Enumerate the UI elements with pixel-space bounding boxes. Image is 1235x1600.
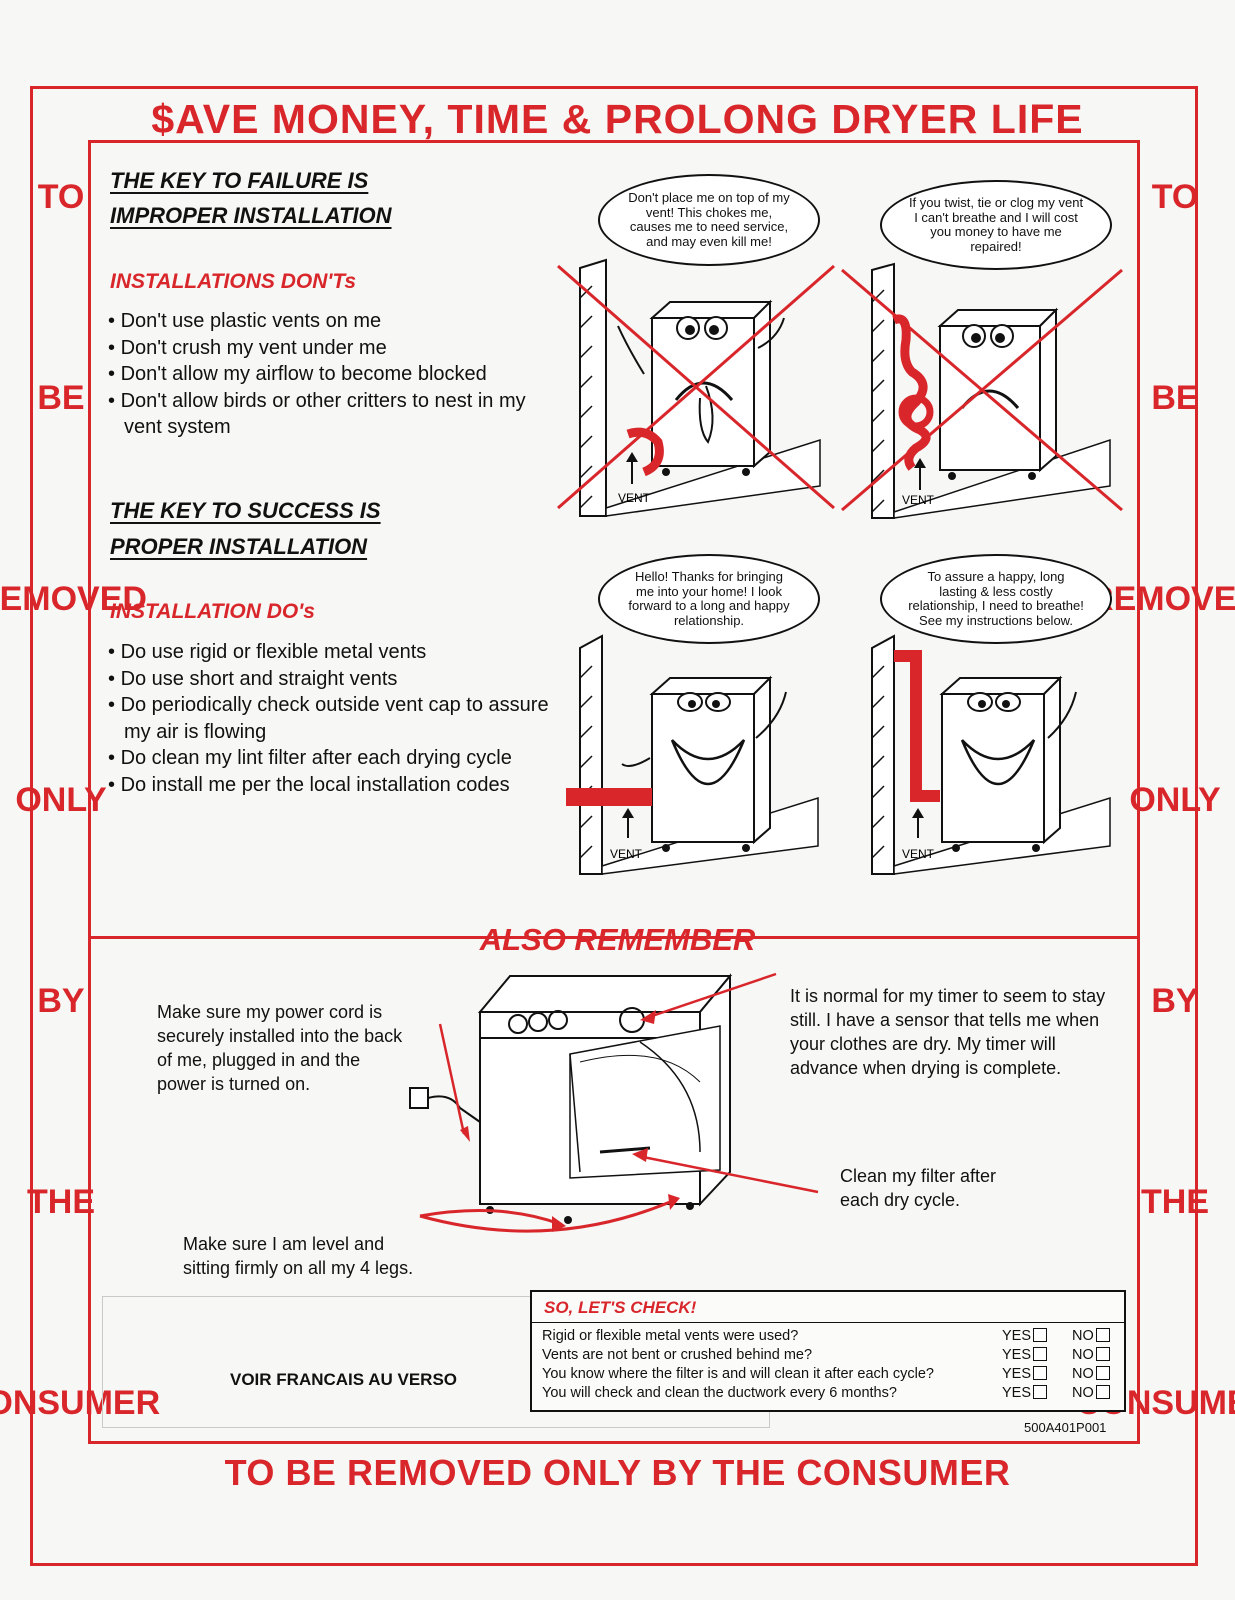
checklist-row: Vents are not bent or crushed behind me?… xyxy=(542,1347,1116,1366)
dos-list: Do use rigid or flexible metal vents Do … xyxy=(108,639,558,798)
side-word: ONLY xyxy=(1129,781,1221,819)
cartoon-rigid-vent: VENT xyxy=(871,634,1111,875)
no-option[interactable]: NO xyxy=(1072,1385,1110,1401)
section-divider xyxy=(88,936,1140,939)
also-remember-heading: ALSO REMEMBER xyxy=(479,922,756,957)
checklist-question: You will check and clean the ductwork ev… xyxy=(542,1385,897,1401)
dryer-illustration xyxy=(409,972,819,1233)
page-title: $AVE MONEY, TIME & PROLONG DRYER LIFE xyxy=(151,96,1084,142)
side-word: REMOVED xyxy=(0,580,147,618)
success-heading-2: PROPER INSTALLATION xyxy=(110,534,368,559)
list-item: Do use short and straight vents xyxy=(108,666,558,693)
no-checkbox[interactable] xyxy=(1095,1366,1110,1380)
vent-label: VENT xyxy=(618,491,651,505)
yes-checkbox[interactable] xyxy=(1033,1385,1048,1399)
checklist-question: Rigid or flexible metal vents were used? xyxy=(542,1328,799,1344)
yes-option[interactable]: YES xyxy=(1002,1328,1048,1344)
side-label-left: TO BE REMOVED ONLY BY THE CONSUMER xyxy=(0,178,160,1420)
speech-bubble-2: If you twist, tie or clog my vent I can'… xyxy=(880,180,1112,270)
vent-label: VENT xyxy=(902,847,935,861)
speech-bubble-3: Hello! Thanks for bringing me into your … xyxy=(598,554,820,644)
side-word: TO xyxy=(1151,178,1199,216)
no-option[interactable]: NO xyxy=(1072,1366,1110,1382)
side-word: CONSUMER xyxy=(0,1384,161,1422)
list-item: Do use rigid or flexible metal vents xyxy=(108,639,558,666)
success-heading-1: THE KEY TO SUCCESS IS xyxy=(110,498,381,523)
cartoon-straight-vent: VENT xyxy=(566,634,819,875)
no-option[interactable]: NO xyxy=(1072,1347,1110,1363)
checklist-question: Vents are not bent or crushed behind me? xyxy=(542,1347,813,1363)
checklist-row: You will check and clean the ductwork ev… xyxy=(542,1385,1116,1404)
yes-option[interactable]: YES xyxy=(1002,1366,1048,1382)
side-word: BY xyxy=(37,982,85,1020)
dos-subheading: INSTALLATION DO's xyxy=(110,600,315,623)
list-item: Do clean my lint filter after each dryin… xyxy=(108,745,558,772)
no-checkbox[interactable] xyxy=(1095,1328,1110,1342)
side-word: REMOVED xyxy=(1089,580,1235,618)
side-word: THE xyxy=(1141,1183,1209,1221)
list-item: Don't crush my vent under me xyxy=(108,335,548,362)
no-checkbox[interactable] xyxy=(1095,1385,1110,1399)
side-word: BE xyxy=(37,379,85,417)
timer-note: It is normal for my timer to seem to sta… xyxy=(790,986,1106,1078)
checklist-divider xyxy=(532,1322,1124,1323)
side-word: BE xyxy=(1151,379,1199,417)
speech-bubble-1: Don't place me on top of my vent! This c… xyxy=(598,174,820,266)
checklist-row: Rigid or flexible metal vents were used?… xyxy=(542,1328,1116,1347)
failure-heading-1: THE KEY TO FAILURE IS xyxy=(110,168,369,193)
failure-heading-2: IMPROPER INSTALLATION xyxy=(110,203,392,228)
checklist-question: You know where the filter is and will cl… xyxy=(542,1366,934,1382)
checklist-title: SO, LET'S CHECK! xyxy=(544,1298,697,1317)
voir-francais-note: VOIR FRANCAIS AU VERSO xyxy=(230,1370,458,1389)
vent-label: VENT xyxy=(902,493,935,507)
bottom-banner: TO BE REMOVED ONLY BY THE CONSUMER xyxy=(224,1452,1011,1493)
filter-note: Clean my filter after each dry cycle. xyxy=(840,1166,997,1210)
level-note: Make sure I am level and sitting firmly … xyxy=(183,1234,414,1278)
yes-checkbox[interactable] xyxy=(1033,1328,1048,1342)
list-item: Do periodically check outside vent cap t… xyxy=(108,692,558,745)
cartoon-crushed-vent: VENT xyxy=(557,258,835,517)
power-cord-note: Make sure my power cord is securely inst… xyxy=(157,1002,403,1094)
side-word: ONLY xyxy=(15,781,107,819)
side-word: TO xyxy=(37,178,85,216)
yes-option[interactable]: YES xyxy=(1002,1385,1048,1401)
checklist-row: You know where the filter is and will cl… xyxy=(542,1366,1116,1385)
list-item: Don't allow birds or other critters to n… xyxy=(108,388,548,441)
checklist-box: SO, LET'S CHECK! Rigid or flexible metal… xyxy=(530,1290,1126,1412)
vent-label: VENT xyxy=(610,847,643,861)
no-checkbox[interactable] xyxy=(1095,1347,1110,1361)
cartoon-twisted-vent: VENT xyxy=(841,262,1123,519)
list-item: Don't allow my airflow to become blocked xyxy=(108,361,548,388)
yes-checkbox[interactable] xyxy=(1033,1366,1048,1380)
donts-list: Don't use plastic vents on me Don't crus… xyxy=(108,308,548,441)
yes-option[interactable]: YES xyxy=(1002,1347,1048,1363)
part-number: 500A401P001 xyxy=(1024,1420,1107,1435)
side-label-right: TO BE REMOVED ONLY BY THE CONSUMER xyxy=(1076,178,1235,1420)
outer-border xyxy=(30,86,1198,1566)
no-option[interactable]: NO xyxy=(1072,1328,1110,1344)
donts-subheading: INSTALLATIONS DON'Ts xyxy=(110,270,357,293)
list-item: Don't use plastic vents on me xyxy=(108,308,548,335)
side-word: BY xyxy=(1151,982,1199,1020)
side-word: THE xyxy=(27,1183,95,1221)
list-item: Do install me per the local installation… xyxy=(108,772,558,799)
yes-checkbox[interactable] xyxy=(1033,1347,1048,1361)
inner-border xyxy=(88,140,1140,1444)
speech-bubble-4: To assure a happy, long lasting & less c… xyxy=(880,554,1112,644)
